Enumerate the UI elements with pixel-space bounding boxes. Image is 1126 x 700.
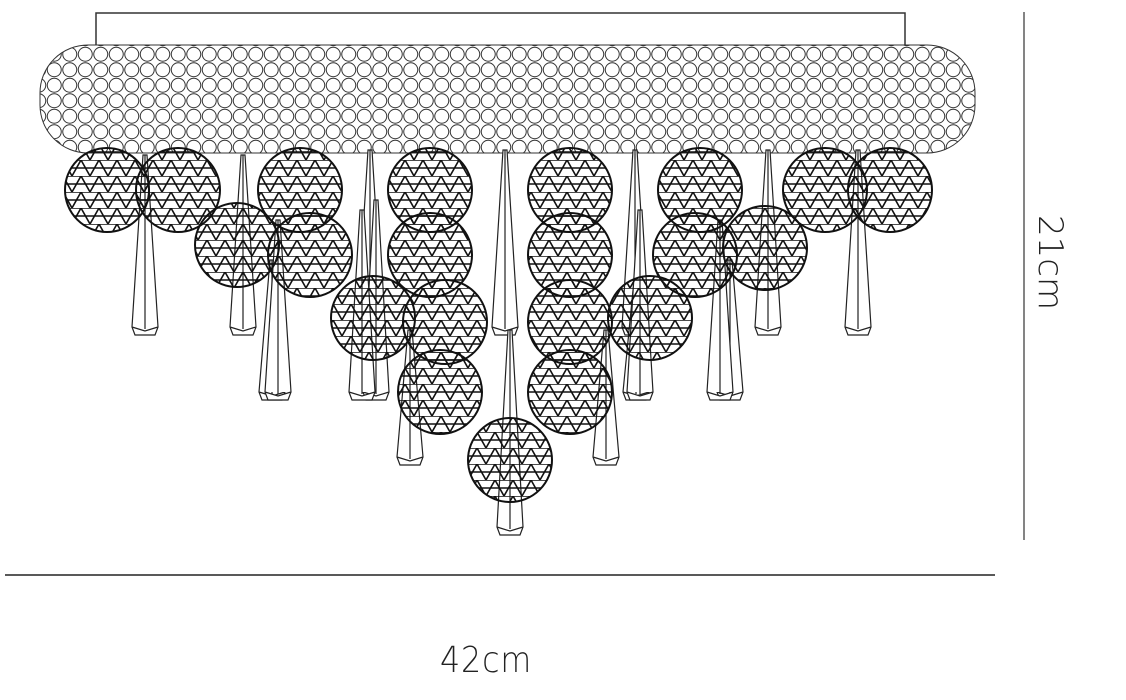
bead-band (39, 44, 976, 154)
crystal-sphere (722, 205, 808, 291)
crystal-sphere (467, 417, 553, 503)
crystal-drop (491, 149, 519, 336)
crystal-sphere (527, 349, 613, 435)
crystal-sphere (397, 349, 483, 435)
crystal-sphere (607, 275, 693, 361)
width-dimension-label: 42cm (440, 640, 533, 681)
crystal-sphere (135, 147, 221, 233)
crystal-sphere (847, 147, 933, 233)
ceiling-mount-bracket (95, 12, 906, 45)
crystal-sphere (267, 212, 353, 298)
height-dimension-label: 21cm (1030, 215, 1070, 311)
crystal-spheres (64, 147, 933, 503)
